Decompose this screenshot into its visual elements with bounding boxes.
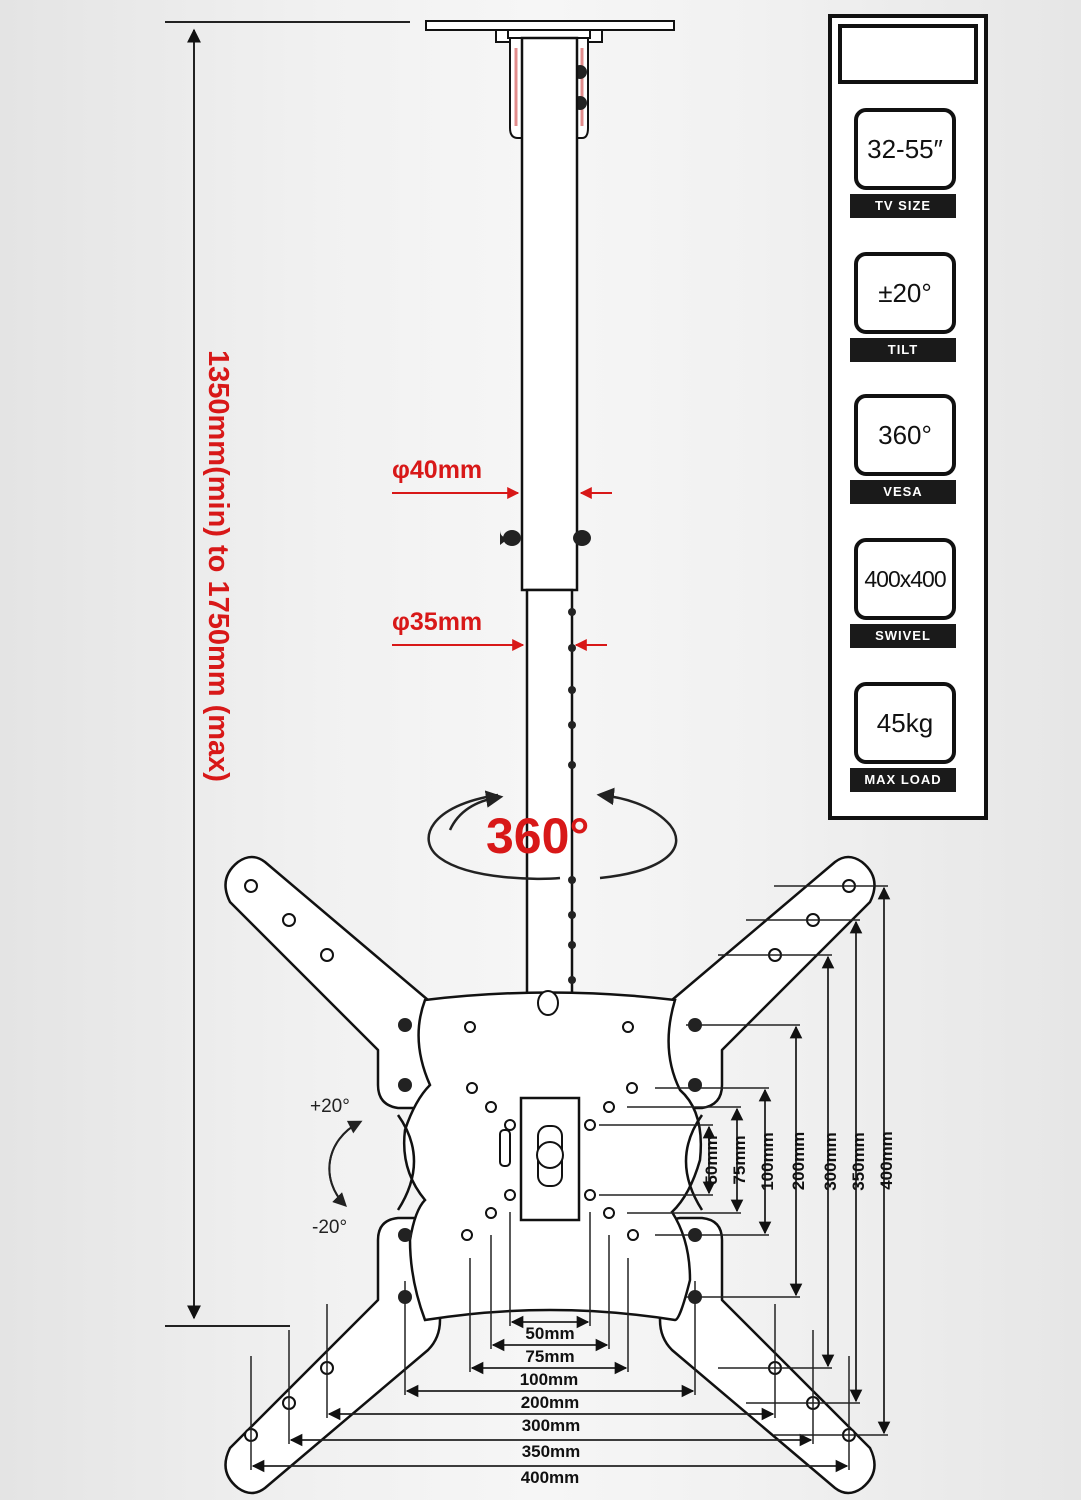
ceiling-bracket [425,20,675,139]
vertical-dimension-label: 200mm [789,1132,808,1191]
tilt-down-label: -20° [312,1217,347,1238]
spec-swivel-value: 400x400 [854,538,956,620]
vertical-dimension-label: 50mm [702,1135,721,1184]
vertical-dimension-label: 75mm [730,1135,749,1184]
spec-tilt-label: TILT [850,338,956,362]
rotation-label: 360° [486,808,589,864]
spec-vesa-value: 360° [854,394,956,476]
vertical-dimension-label: 400mm [877,1131,896,1190]
horizontal-dimension-label: 75mm [525,1347,574,1366]
vertical-dimension-label: 100mm [758,1132,777,1191]
tilt-indicator: +20° -20° [310,1096,363,1238]
rotation-indicator: 360° [427,787,678,881]
horizontal-dimension-label: 100mm [520,1370,579,1389]
horizontal-dimension-label: 350mm [522,1442,581,1461]
outer-diameter-callout: φ40mm [392,456,612,499]
spec-vesa: 360° VESA [850,394,962,514]
outer-diameter-label: φ40mm [392,456,482,484]
height-range-label: 1350mm(min) to 1750mm (max) [202,350,234,782]
inner-diameter-label: φ35mm [392,608,482,636]
inner-pole [525,588,576,1012]
tilt-up-label: +20° [310,1096,350,1117]
spec-tv-size-value: 32-55″ [854,108,956,190]
spec-tilt: ±20° TILT [850,252,962,372]
horizontal-dimension-label: 50mm [525,1324,574,1343]
horizontal-dimension-label: 400mm [521,1468,580,1487]
spec-swivel-label: SWIVEL [850,624,956,648]
horizontal-dimensions: 50mm 75mm 100mm 200mm 300mm 350mm 400mm [250,1212,850,1487]
spec-max-load-label: MAX LOAD [850,768,956,792]
spec-vesa-label: VESA [850,480,956,504]
vertical-dimension-label: 350mm [849,1132,868,1191]
spec-max-load: 45kg MAX LOAD [850,682,962,802]
spec-swivel: 400x400 SWIVEL [850,538,962,658]
horizontal-dimension-label: 300mm [522,1416,581,1435]
spec-tv-size-label: TV SIZE [850,194,956,218]
inner-diameter-callout: φ35mm [392,608,607,651]
spec-tilt-value: ±20° [854,252,956,334]
spec-max-load-value: 45kg [854,682,956,764]
height-dimension: 1350mm(min) to 1750mm (max) [165,21,410,1327]
vertical-dimensions: 50mm 75mm 100mm 200mm 300mm 350mm 400mm [599,885,896,1436]
spec-panel-header [838,24,978,84]
vertical-dimension-label: 300mm [821,1132,840,1191]
spec-tv-size: 32-55″ TV SIZE [850,108,962,228]
spec-panel: 32-55″ TV SIZE ±20° TILT 360° VESA 400x4… [828,14,988,820]
horizontal-dimension-label: 200mm [521,1393,580,1412]
